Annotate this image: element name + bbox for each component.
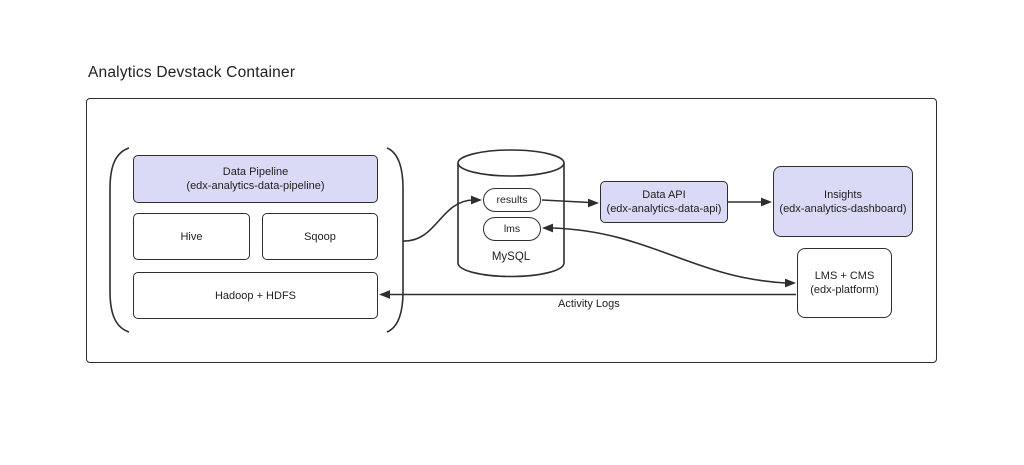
node-hadoop-hdfs: Hadoop + HDFS — [133, 272, 378, 319]
node-hadoop-hdfs-label: Hadoop + HDFS — [214, 289, 296, 302]
db-table-results-label: results — [496, 194, 528, 206]
node-data-pipeline-title: Data Pipeline — [222, 166, 289, 178]
node-lms-cms-subtitle: (edx-platform) — [810, 284, 879, 296]
node-data-pipeline: Data Pipeline (edx-analytics-data-pipeli… — [133, 155, 378, 203]
node-insights: Insights (edx-analytics-dashboard) — [773, 166, 913, 237]
node-lms-cms-title: LMS + CMS — [814, 270, 875, 282]
node-insights-subtitle: (edx-analytics-dashboard) — [779, 202, 907, 215]
group-bracket-left — [109, 147, 130, 333]
db-table-results: results — [483, 188, 541, 212]
edge-pipeline-to-results — [402, 195, 482, 242]
node-lms-cms: LMS + CMS (edx-platform) — [797, 248, 892, 318]
devstack-container-border — [86, 98, 937, 363]
mysql-label: MySQL — [491, 251, 531, 263]
group-bracket-right — [386, 147, 404, 333]
node-insights-title: Insights — [824, 188, 862, 201]
db-table-lms-label: lms — [503, 223, 521, 235]
edge-lms-db-to-lms-cms — [542, 223, 796, 288]
edge-data-api-to-insights — [728, 197, 772, 207]
edge-results-to-data-api — [541, 198, 599, 208]
node-data-pipeline-subtitle: (edx-analytics-data-pipeline) — [186, 180, 325, 192]
diagram-title: Analytics Devstack Container — [88, 64, 296, 81]
node-hive: Hive — [133, 213, 250, 260]
node-data-api: Data API (edx-analytics-data-api) — [600, 181, 728, 223]
node-data-api-title: Data API — [642, 189, 686, 201]
edge-activity-logs — [379, 290, 796, 299]
activity-logs-label: Activity Logs — [558, 298, 620, 310]
node-data-api-subtitle: (edx-analytics-data-api) — [606, 203, 722, 215]
node-sqoop: Sqoop — [262, 213, 378, 260]
node-hive-label: Hive — [180, 230, 203, 243]
node-sqoop-label: Sqoop — [304, 230, 336, 243]
db-table-lms: lms — [483, 217, 541, 241]
